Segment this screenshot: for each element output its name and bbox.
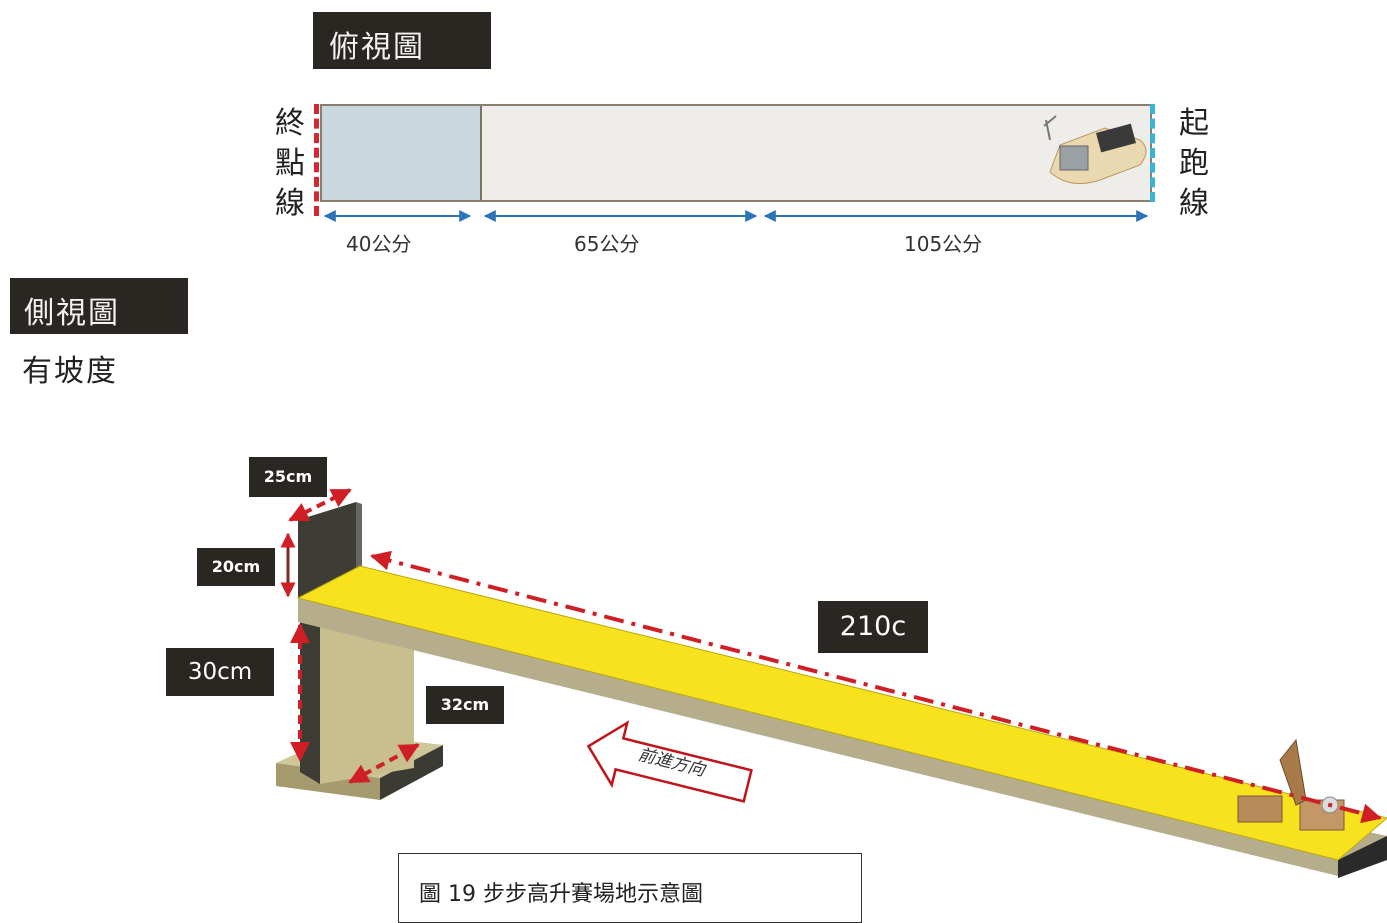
start-line-label: 起跑線 <box>1179 106 1209 221</box>
finish-line-label: 終點線 <box>275 106 305 221</box>
direction-arrow-icon <box>586 720 753 803</box>
segment-label-105: 105公分 <box>904 232 983 256</box>
width-tag: 25cm <box>249 457 327 497</box>
segment-label-40: 40公分 <box>346 232 412 256</box>
side-view-title: 側視圖 <box>10 278 188 334</box>
start-line-marker <box>1150 104 1155 202</box>
slope-note: 有坡度 <box>22 354 118 389</box>
finish-line-marker <box>314 104 319 216</box>
width-arrow <box>288 488 352 522</box>
length-arrow <box>370 550 1382 824</box>
support-side <box>320 625 414 784</box>
figure-caption: 圖 19 步步高升賽場地示意圖 <box>398 853 862 923</box>
top-view-title: 俯視圖 <box>313 12 491 69</box>
robot-car-icon <box>1043 115 1147 185</box>
support-height-tag: 30cm <box>166 648 274 696</box>
end-wall <box>298 502 356 598</box>
base-tag: 32cm <box>426 686 504 724</box>
length-tag: 210c <box>818 601 928 653</box>
top-view-track <box>320 104 1152 202</box>
segment-label-65: 65公分 <box>574 232 640 256</box>
support-front <box>300 620 320 784</box>
finish-zone <box>322 106 482 200</box>
wall-height-tag: 20cm <box>197 548 275 586</box>
